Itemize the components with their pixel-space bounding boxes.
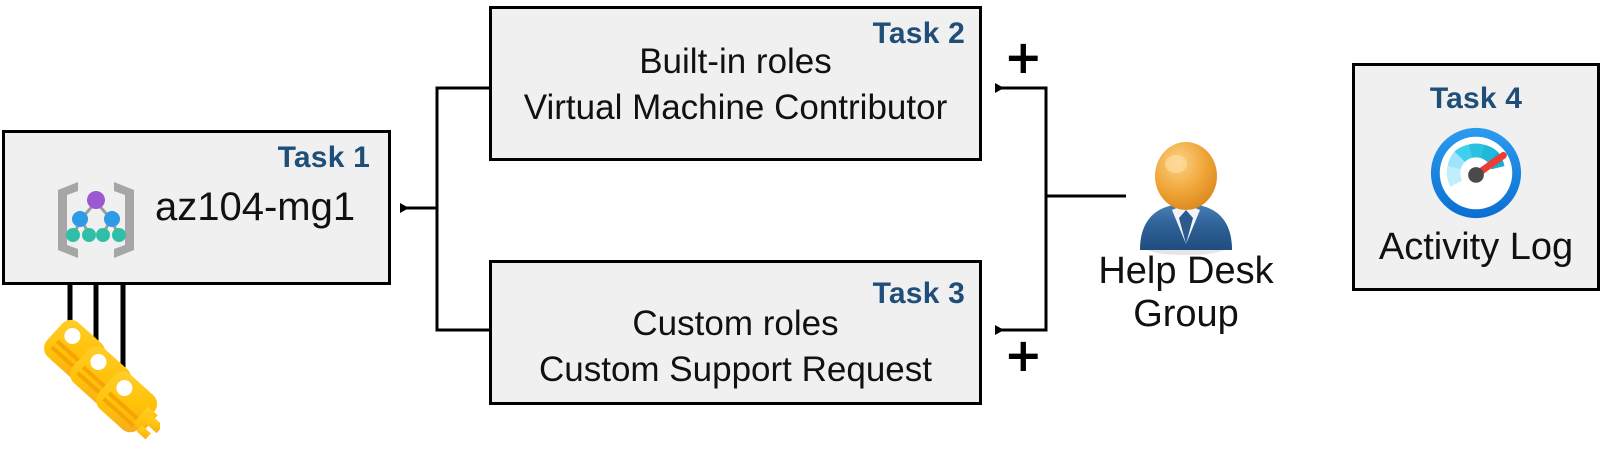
task-2-box[interactable]: Task 2 Built-in roles Virtual Machine Co… [489, 6, 982, 161]
management-group-icon [58, 182, 134, 258]
keys-icon [44, 319, 160, 440]
task-3-box[interactable]: Task 3 Custom roles Custom Support Reque… [489, 260, 982, 405]
actor-name-line-1: Help Desk [1098, 250, 1274, 292]
user-person-icon [1140, 142, 1232, 255]
task-3-tag: Task 3 [872, 277, 965, 310]
task-2-line-2: Virtual Machine Contributor [523, 88, 948, 127]
actor-name-line-2: Group [1133, 292, 1239, 335]
help-desk-group-label: Help Desk Group [1066, 250, 1306, 335]
management-group-name: az104-mg1 [155, 185, 356, 229]
plus-sign-top: + [1004, 30, 1043, 84]
task-2-line-1: Built-in roles [639, 42, 832, 81]
task-4-box[interactable]: Task 4 Activity Log [1352, 63, 1600, 291]
gauge-icon [1430, 127, 1522, 219]
task-3-line-2: Custom Support Request [539, 350, 932, 389]
task-1-tag: Task 1 [277, 141, 370, 174]
plus-sign-bottom: + [1004, 328, 1043, 382]
task-2-tag: Task 2 [872, 17, 965, 50]
activity-log-label: Activity Log [1378, 226, 1574, 268]
task-3-line-1: Custom roles [632, 304, 839, 343]
task-4-tag: Task 4 [1429, 82, 1523, 115]
